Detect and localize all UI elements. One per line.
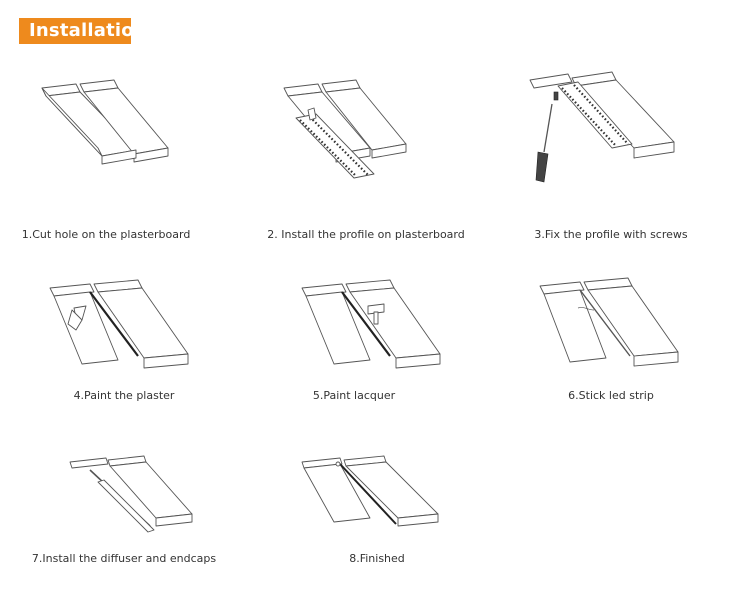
step-6-label: 6.Stick led strip bbox=[568, 389, 654, 402]
plaster-paint-icon bbox=[49, 279, 189, 369]
finished-profile-icon bbox=[301, 455, 439, 527]
profile-install-icon bbox=[283, 79, 407, 179]
step-8 bbox=[300, 455, 450, 538]
section-title: Installation bbox=[19, 18, 147, 44]
step-8-label: 8.Finished bbox=[349, 552, 405, 565]
step-3 bbox=[528, 71, 688, 192]
step-6 bbox=[538, 277, 688, 370]
led-strip-icon bbox=[539, 277, 679, 367]
step-4-label: 4.Paint the plaster bbox=[73, 389, 175, 402]
step-2-label: 2. Install the profile on plasterboard bbox=[267, 228, 465, 241]
step-7-label: 7.Install the diffuser and endcaps bbox=[31, 552, 217, 565]
step-7 bbox=[69, 455, 210, 538]
step-1 bbox=[36, 78, 176, 168]
step-5-label: 5.Paint lacquer bbox=[312, 389, 396, 402]
lacquer-paint-icon bbox=[301, 279, 441, 369]
diffuser-endcap-icon bbox=[69, 455, 193, 533]
plasterboard-cut-icon bbox=[41, 79, 169, 165]
step-4 bbox=[46, 279, 196, 370]
step-1-label: 1.Cut hole on the plasterboard bbox=[21, 228, 191, 241]
step-5 bbox=[298, 279, 448, 370]
screwdriver-icon bbox=[529, 71, 675, 183]
step-3-label: 3.Fix the profile with screws bbox=[534, 228, 688, 241]
step-2 bbox=[282, 78, 422, 188]
